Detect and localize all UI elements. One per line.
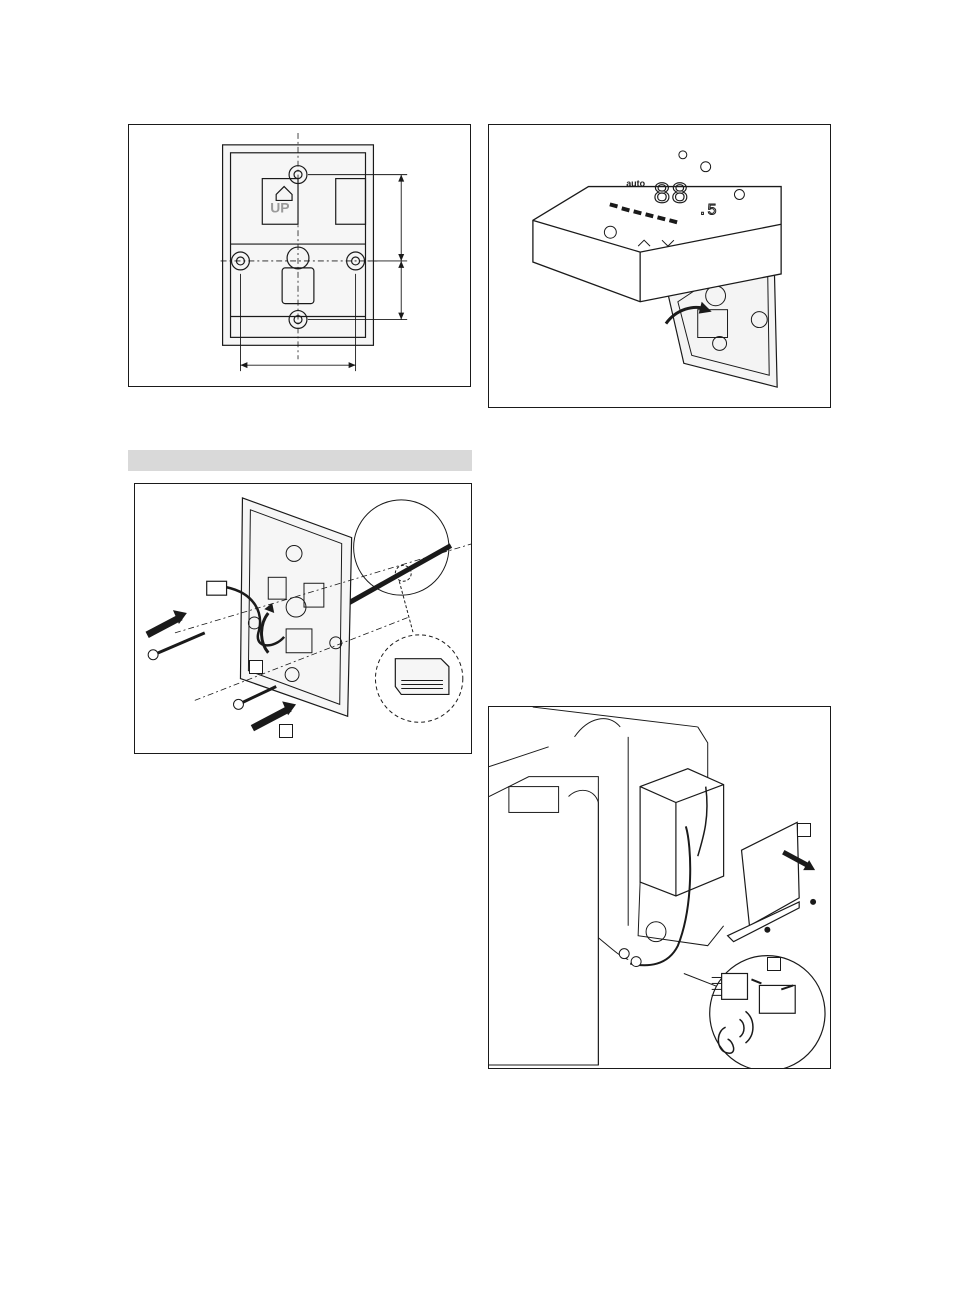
figure-controller-mounting: 88 .5 auto xyxy=(488,124,831,408)
unit-connection-drawing xyxy=(489,707,830,1068)
figure-unit-connection xyxy=(488,706,831,1069)
callout-box-upper xyxy=(249,660,263,674)
mounting-plate-drawing: UP xyxy=(129,125,470,386)
figure-mounting-plate-dimensions: UP xyxy=(128,124,471,387)
controller-mounting-drawing: 88 .5 auto xyxy=(489,125,830,407)
display-mode-label: auto xyxy=(626,179,645,189)
plate-up-label: UP xyxy=(270,199,289,215)
wall-installation-drawing xyxy=(135,484,471,753)
figure-wall-installation xyxy=(134,483,472,754)
callout-box-lower xyxy=(279,724,293,738)
display-decimal: .5 xyxy=(698,201,717,219)
display-digits: 88 xyxy=(653,177,689,211)
section-heading-bar xyxy=(128,450,472,471)
callout-box-connector xyxy=(767,957,781,971)
callout-box-cover xyxy=(797,823,811,837)
